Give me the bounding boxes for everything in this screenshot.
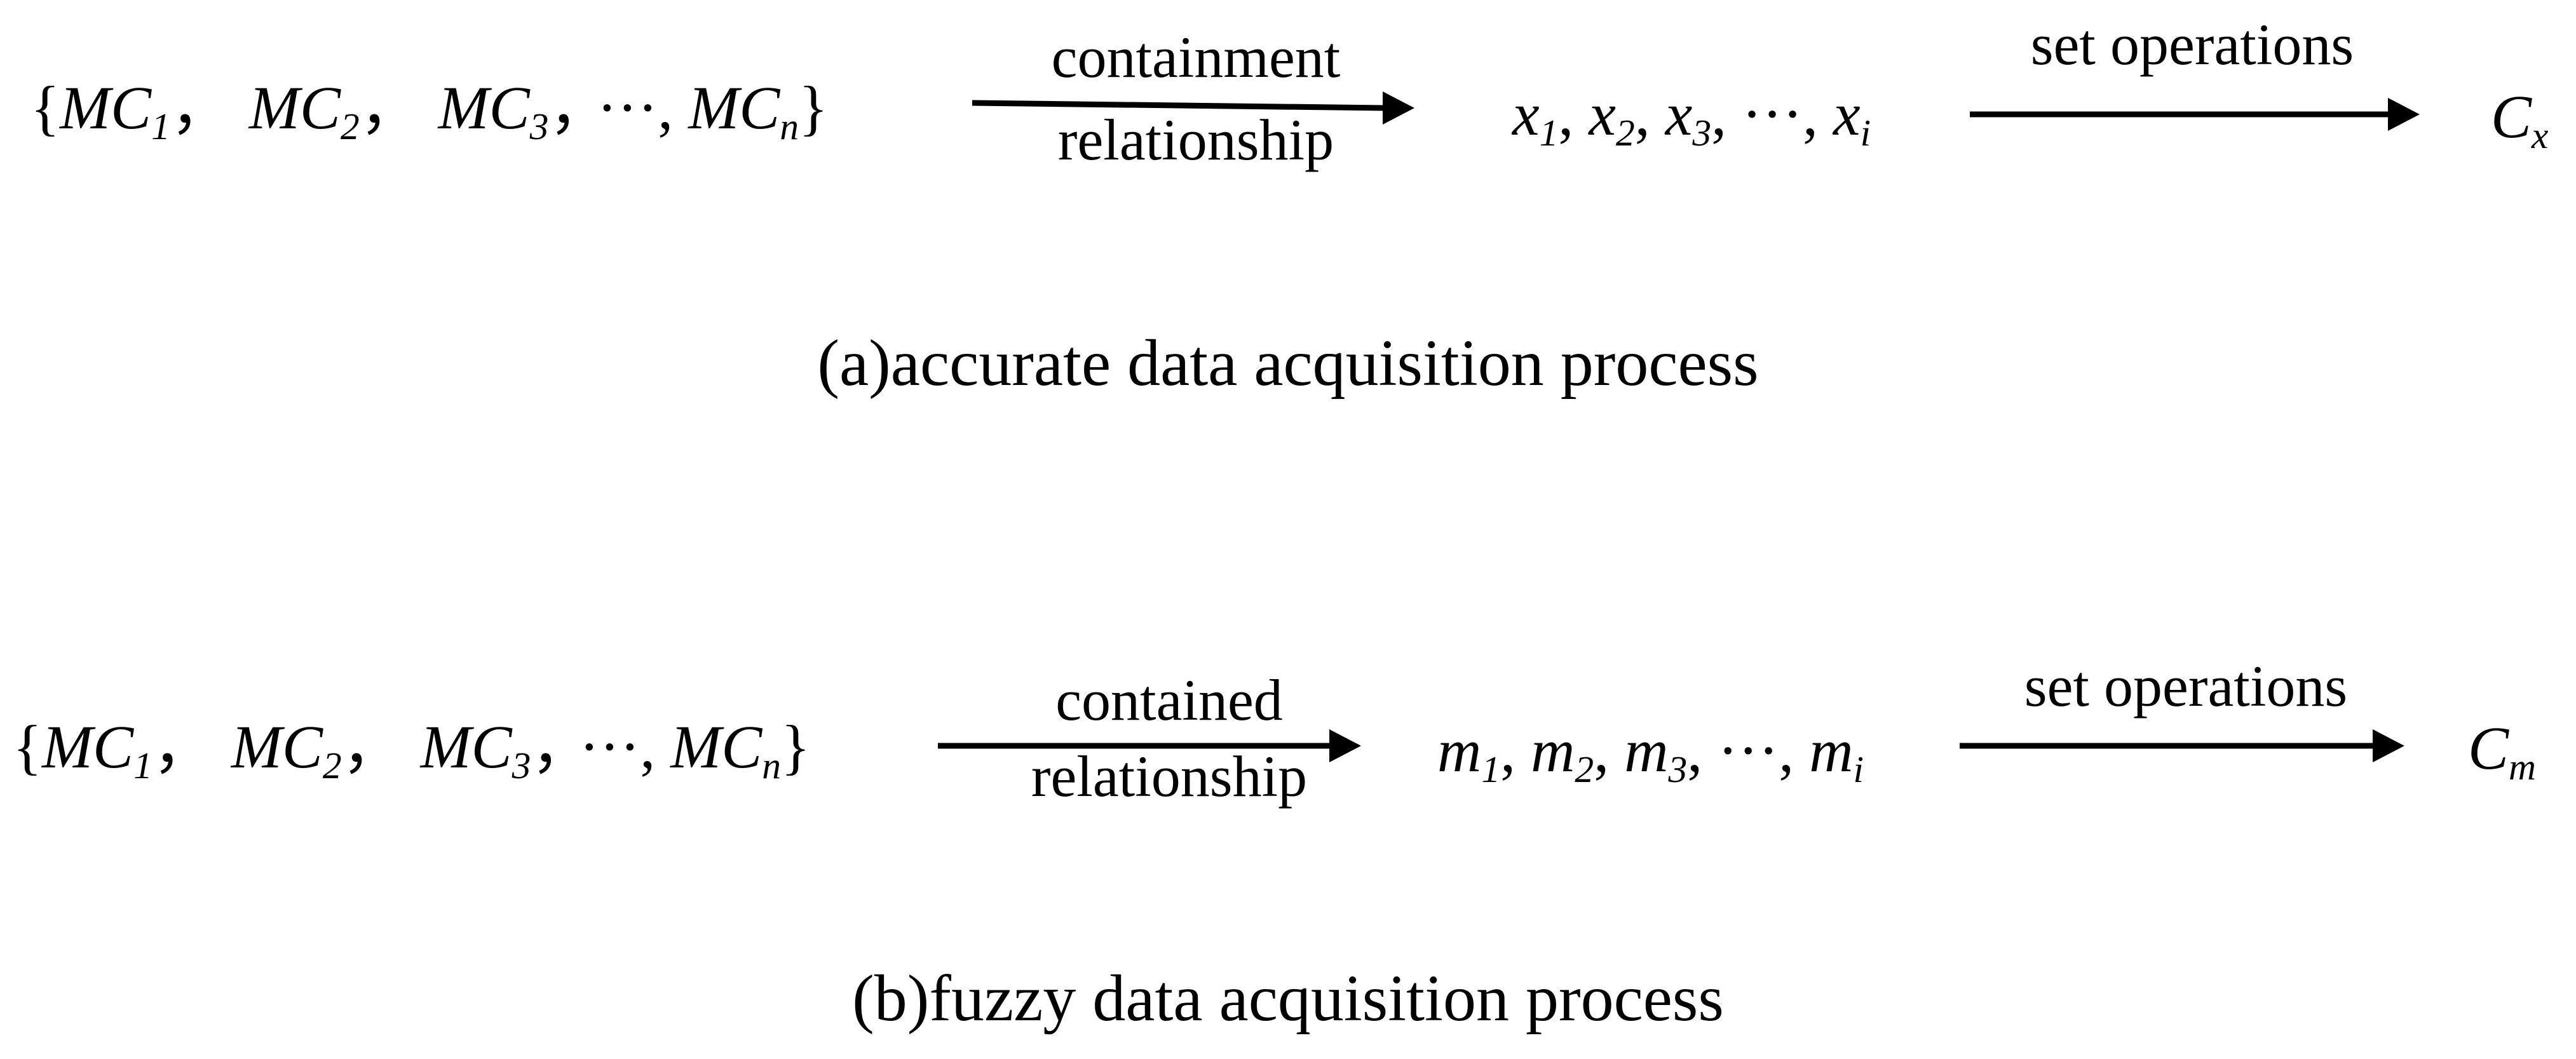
term-subscript: i	[1853, 748, 1864, 790]
term-subscript: 1	[1481, 748, 1501, 790]
separator: ,	[1558, 80, 1589, 148]
term-subscript: 2	[1615, 111, 1635, 154]
panel-a-arrow1-label-top: containment	[1051, 25, 1341, 90]
term-base: x	[1833, 80, 1861, 148]
term-5: MCn	[670, 713, 781, 785]
panel-a-arrow2	[1970, 98, 2420, 131]
term-base: MC	[248, 74, 341, 142]
term-subscript: 1	[151, 105, 170, 147]
term-5: mi	[1809, 717, 1864, 788]
term-subscript: 3	[1668, 748, 1688, 790]
term-3: x3	[1665, 80, 1711, 152]
term-subscript: 2	[1575, 748, 1594, 790]
panel-a-arrow1	[972, 91, 1414, 125]
separator: ,	[1779, 717, 1810, 785]
panel-b-caption: (b)fuzzy data acquisition process	[852, 962, 1724, 1035]
panel-b-middle-sequence: m1, m2, m3, ···, mi	[1437, 720, 1864, 788]
term-5: xi	[1833, 80, 1871, 152]
separator: ，	[152, 713, 214, 781]
term-1: MC1	[42, 713, 153, 785]
term-base: m	[1531, 717, 1575, 785]
term-2: MC2	[231, 713, 342, 785]
term-subscript: 3	[512, 744, 531, 786]
separator: ,	[1594, 717, 1625, 785]
ellipsis: ···	[1742, 80, 1803, 148]
ellipsis: ···	[1718, 717, 1779, 785]
term-3: MC3	[420, 713, 531, 785]
term-base: MC	[438, 74, 530, 142]
separator: ,	[1687, 717, 1718, 785]
term-subscript: 3	[1692, 111, 1712, 154]
separator: ,	[1500, 717, 1531, 785]
separator: ，	[170, 74, 231, 142]
separator: ,	[1634, 80, 1665, 148]
term-base: m	[1624, 717, 1669, 785]
term-base: x	[1512, 80, 1540, 148]
term-1: MC1	[60, 74, 170, 145]
term-base: x	[1589, 80, 1616, 148]
term-5: MCn	[688, 74, 799, 145]
close-brace: }	[799, 74, 829, 142]
panel-a-caption: (a)accurate data acquisition process	[817, 327, 1759, 400]
separator: ,	[1803, 80, 1834, 148]
term-2: m2	[1531, 717, 1594, 788]
term-base: x	[1665, 80, 1693, 148]
panel-a-input-set: {MC1，MC2，MC3，···, MCn}	[31, 78, 828, 145]
term-base: MC	[670, 713, 763, 781]
panel-a-arrow2-label: set operations	[2030, 12, 2354, 77]
close-brace: }	[781, 713, 811, 781]
panel-b-arrow2	[1960, 729, 2404, 762]
term-base: MC	[42, 713, 134, 781]
panel-b-arrow1-label-top: contained	[1055, 668, 1283, 732]
separator: ，	[359, 74, 421, 142]
open-brace: {	[13, 713, 43, 781]
term-subscript: 1	[1539, 111, 1559, 154]
panel-b-arrow1-label-bottom: relationship	[1031, 744, 1308, 809]
term-3: MC3	[438, 74, 549, 145]
term-base: MC	[60, 74, 152, 142]
separator: ,	[1711, 80, 1742, 148]
separator: ，	[531, 713, 562, 781]
panel-b-result: Cm	[2468, 718, 2536, 786]
term-2: x2	[1589, 80, 1634, 152]
term-subscript: 1	[133, 744, 153, 786]
term-base: MC	[231, 713, 323, 781]
separator: ,	[658, 74, 689, 142]
panel-a-arrow1-label-bottom: relationship	[1057, 107, 1334, 172]
separator: ,	[640, 713, 671, 781]
result-base: C	[2468, 714, 2509, 782]
open-brace: {	[31, 74, 60, 142]
term-1: x1	[1512, 80, 1558, 152]
term-2: MC2	[248, 74, 360, 145]
term-base: m	[1437, 717, 1482, 785]
term-subscript: 2	[322, 744, 342, 786]
term-subscript: 2	[340, 105, 360, 147]
panel-b-arrow2-label: set operations	[2024, 654, 2348, 718]
term-subscript: 3	[529, 105, 549, 147]
term-subscript: n	[780, 105, 799, 147]
term-subscript: i	[1860, 111, 1871, 154]
ellipsis: ···	[597, 74, 658, 142]
panel-b-arrow1	[938, 729, 1361, 762]
panel-b-input-set: {MC1，MC2，MC3，···, MCn}	[13, 717, 810, 785]
result-base: C	[2491, 83, 2532, 151]
separator: ，	[548, 74, 580, 142]
separator: ，	[341, 713, 403, 781]
term-base: MC	[420, 713, 512, 781]
ellipsis: ···	[579, 713, 641, 781]
panel-a: {MC1，MC2，MC3，···, MCn} containment relat…	[0, 0, 2576, 483]
panel-a-middle-sequence: x1, x2, x3, ···, xi	[1512, 84, 1871, 152]
term-subscript: n	[762, 744, 782, 786]
term-base: m	[1809, 717, 1854, 785]
term-1: m1	[1437, 717, 1500, 788]
term-base: MC	[688, 74, 780, 142]
panel-a-result: Cx	[2491, 86, 2548, 154]
term-3: m3	[1624, 717, 1687, 788]
result-subscript: x	[2532, 114, 2549, 156]
result-subscript: m	[2509, 745, 2537, 788]
